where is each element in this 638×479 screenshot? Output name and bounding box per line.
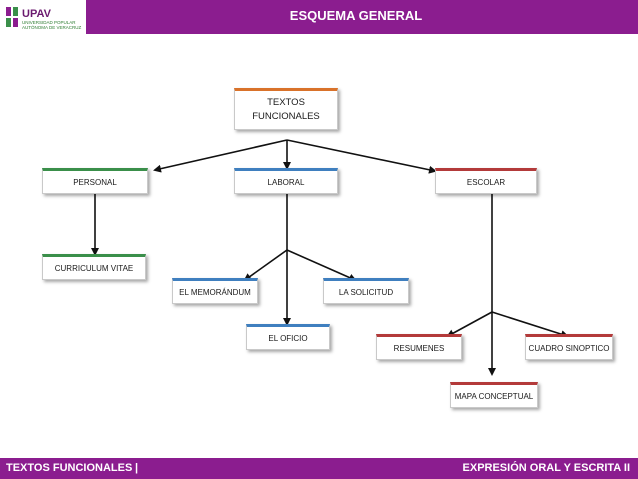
node-resumenes: RESUMENES [376, 334, 462, 360]
node-escolar: ESCOLAR [435, 168, 537, 194]
edge-escolar-resumenes [446, 311, 493, 337]
edge-laboral-solicitud [286, 249, 357, 282]
node-el-memorandum: EL MEMORÁNDUM [172, 278, 258, 304]
node-el-oficio: EL OFICIO [246, 324, 330, 350]
edge-root-personal [153, 139, 288, 173]
page-title: ESQUEMA GENERAL [289, 8, 423, 23]
footer-course-name: EXPRESIÓN ORAL Y ESCRITA II [462, 462, 630, 474]
node-cuadro-sinoptico: CUADRO SINOPTICO [525, 334, 613, 360]
upav-logo: UPAV UNIVERSIDAD POPULAR AUTÓNOMA DE VER… [0, 0, 86, 34]
node-laboral: LABORAL [234, 168, 338, 194]
logo-name: UPAV [22, 8, 51, 20]
edge-root-escolar [286, 139, 437, 174]
node-personal: PERSONAL [42, 168, 148, 194]
node-la-solicitud: LA SOLICITUD [323, 278, 409, 304]
upav-emblem-icon [6, 7, 18, 27]
footer-bar: TEXTOS FUNCIONALES | EXPRESIÓN ORAL Y ES… [0, 458, 638, 479]
node-mapa-conceptual: MAPA CONCEPTUAL [450, 382, 538, 408]
edge-escolar-cuadro [491, 311, 569, 338]
logo-subtitle: UNIVERSIDAD POPULAR AUTÓNOMA DE VERACRUZ [22, 20, 82, 30]
node-textos-funcionales: TEXTOS FUNCIONALES [234, 88, 338, 130]
edge-laboral-memorandum-branch [243, 249, 288, 282]
node-curriculum-vitae: CURRICULUM VITAE [42, 254, 146, 280]
footer-separator: | [135, 462, 139, 474]
footer-course-topic: TEXTOS FUNCIONALES [6, 462, 133, 474]
header-bar: ESQUEMA GENERAL [86, 0, 638, 34]
